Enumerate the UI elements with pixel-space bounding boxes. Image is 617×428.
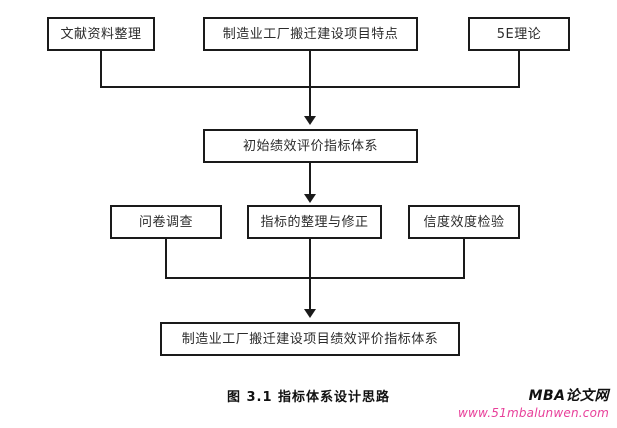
node-literature: 文献资料整理	[47, 17, 155, 51]
node-indicator-revision: 指标的整理与修正	[247, 205, 382, 239]
connector-reliability-down	[463, 239, 465, 279]
node-questionnaire-label: 问卷调查	[138, 214, 193, 230]
node-final-system: 制造业工厂搬迁建设项目绩效评价指标体系	[160, 322, 460, 356]
node-reliability-validity: 信度效度检验	[408, 205, 520, 239]
connector-initial-to-revision	[309, 163, 311, 196]
connector-literature-down	[100, 51, 102, 88]
connector-row1-to-initial	[309, 51, 311, 118]
node-project-features: 制造业工厂搬迁建设项目特点	[203, 17, 418, 51]
node-questionnaire: 问卷调查	[110, 205, 222, 239]
node-reliability-validity-label: 信度效度检验	[423, 214, 505, 230]
connector-row3-bus	[165, 277, 465, 279]
node-indicator-revision-label: 指标的整理与修正	[260, 214, 369, 230]
node-theory-5e-label: 5E理论	[496, 26, 542, 42]
arrowhead-into-final-system	[304, 309, 316, 318]
node-initial-system: 初始绩效评价指标体系	[203, 129, 418, 163]
connector-questionnaire-down	[165, 239, 167, 279]
watermark-brand: MBA论文网	[528, 388, 609, 404]
connector-row3-to-final	[309, 239, 311, 311]
connector-theory-5e-down	[518, 51, 520, 88]
node-literature-label: 文献资料整理	[60, 26, 142, 42]
watermark-url: www.51mbalunwen.com	[457, 405, 609, 420]
watermark: MBA论文网 www.51mbalunwen.com	[458, 388, 609, 421]
arrowhead-into-initial-system	[304, 116, 316, 125]
arrowhead-into-indicator-revision	[304, 194, 316, 203]
node-theory-5e: 5E理论	[468, 17, 570, 51]
node-project-features-label: 制造业工厂搬迁建设项目特点	[222, 26, 399, 42]
figure-caption: 图 3.1 指标体系设计思路	[226, 390, 391, 405]
node-final-system-label: 制造业工厂搬迁建设项目绩效评价指标体系	[181, 331, 439, 347]
node-initial-system-label: 初始绩效评价指标体系	[242, 138, 378, 154]
